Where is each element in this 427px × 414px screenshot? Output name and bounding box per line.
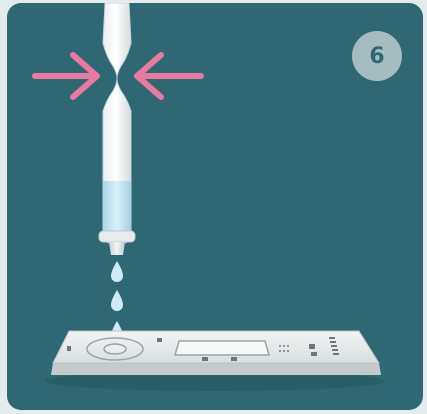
liquid-drop-icon (111, 290, 123, 311)
dropper-tube (99, 3, 135, 255)
squeeze-arrow-left-icon (35, 55, 97, 97)
test-cassette (45, 331, 385, 391)
step-number-badge: 6 (352, 31, 402, 81)
step-number: 6 (369, 44, 384, 69)
liquid-drop-icon (111, 261, 123, 282)
squeeze-arrow-right-icon (137, 55, 201, 97)
instruction-panel: 6 (7, 3, 423, 410)
